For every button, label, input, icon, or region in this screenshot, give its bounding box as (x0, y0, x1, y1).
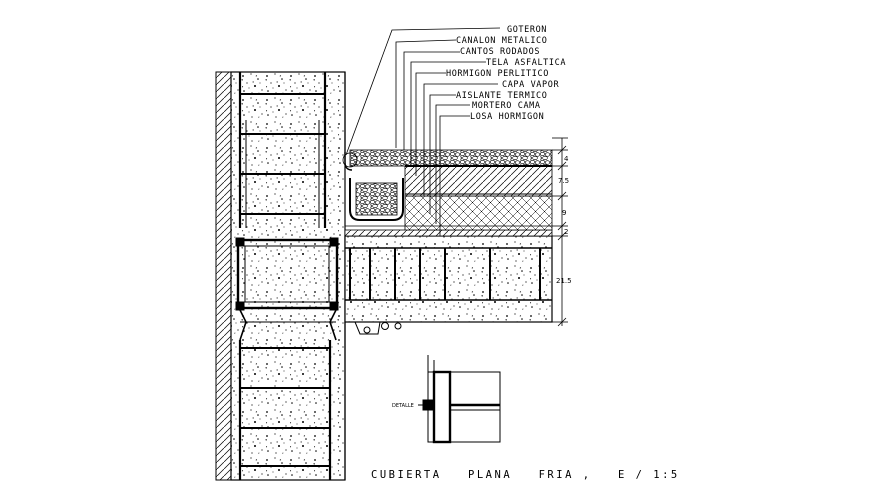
layer-label-goteron: GOTERON (507, 25, 547, 35)
drawing-title: CUBIERTA PLANA FRIA , E / 1:5 (371, 469, 680, 481)
layer-label-hormigon: HORMIGON PERLITICO (446, 69, 549, 79)
drip-edge (354, 321, 402, 335)
dimension-7-5: 7.5 (558, 177, 569, 185)
layer-label-canalon: CANALON METALICO (456, 36, 547, 46)
dimension-21-5: 21.5 (556, 277, 572, 285)
layer-label-tela: TELA ASFALTICA (486, 58, 566, 68)
dimension-9: 9 (562, 209, 566, 217)
layer-label-losa: LOSA HORMIGON (470, 112, 544, 122)
column-haunch (239, 309, 346, 480)
layer-label-aislante: AISLANTE TERMICO (456, 91, 547, 101)
ring-beam (235, 237, 339, 311)
key-plan-detail (418, 355, 501, 444)
exterior-plaster (215, 71, 232, 481)
upper-column-rebar (238, 72, 327, 228)
layer-label-cantos: CANTOS RODADOS (460, 47, 540, 57)
leader-lines (345, 27, 501, 236)
dimension-2: 2 (564, 228, 568, 236)
detail-marker-label: DETALLE (392, 403, 414, 409)
dimension-chain (552, 137, 568, 327)
concrete-slab (344, 229, 553, 323)
layer-label-mortero: MORTERO CAMA (472, 101, 541, 111)
dimension-4: 4 (564, 155, 569, 163)
slab-rebar (345, 247, 552, 301)
metal-gutter (344, 152, 404, 221)
layer-label-capa: CAPA VAPOR (502, 80, 559, 90)
lower-column-rebar (238, 340, 332, 480)
detail-callout-circle (342, 152, 358, 168)
roof-layers (345, 149, 553, 231)
